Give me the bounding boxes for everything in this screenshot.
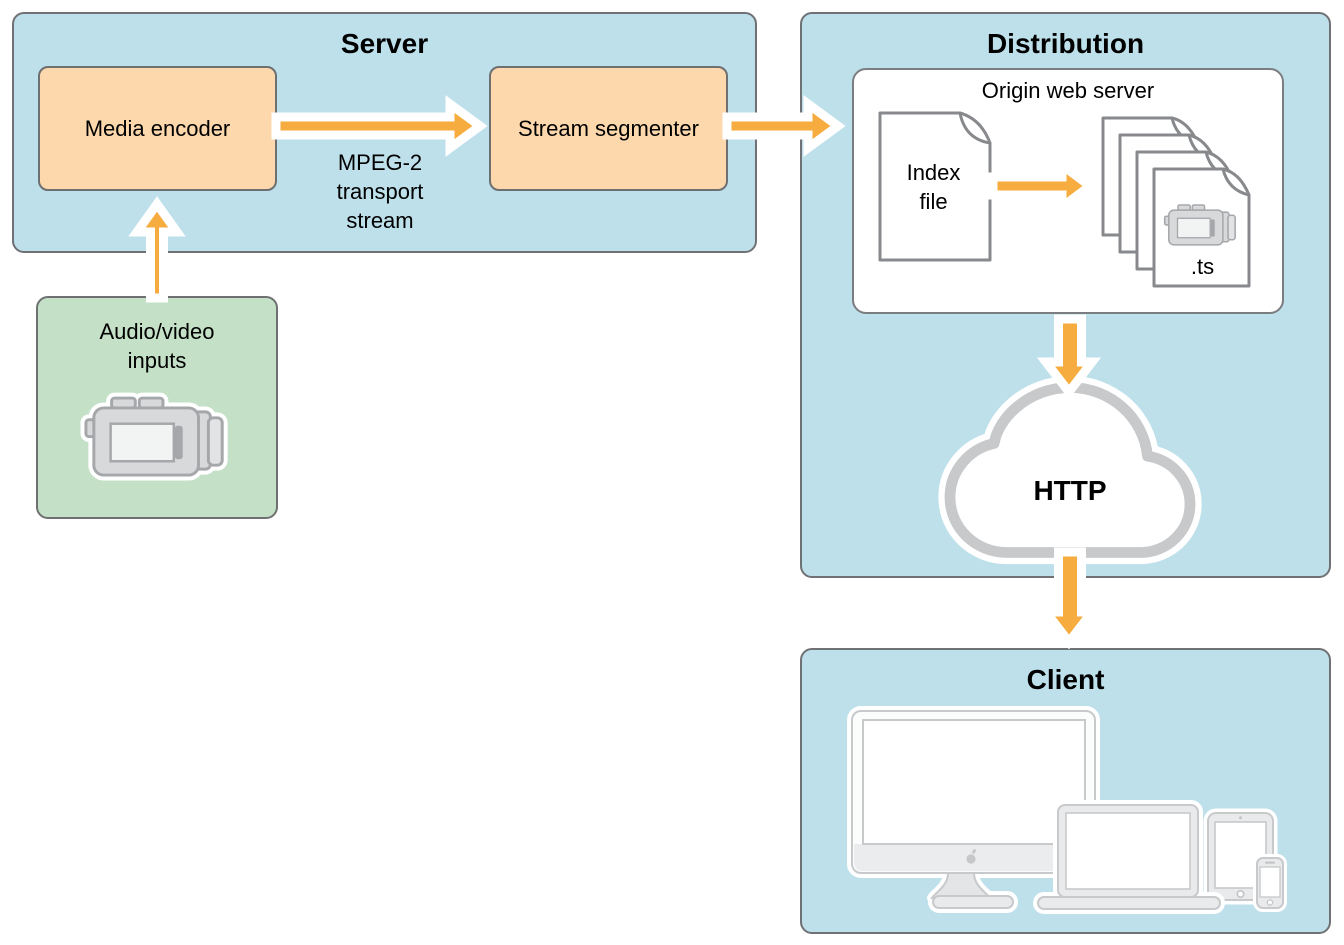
label-line: Audio/video [99, 319, 215, 344]
label-line: file [919, 189, 948, 214]
label-line: inputs [127, 348, 187, 373]
camcorder-icon [81, 394, 239, 489]
caption-line: transport [336, 179, 424, 204]
index-file-document-icon [878, 111, 992, 262]
mpeg-transport-stream-caption: MPEG-2 transport stream [305, 148, 455, 235]
label-line: Index [906, 160, 961, 185]
client-devices [847, 706, 1287, 914]
ts-extension-label: .ts [1190, 254, 1215, 279]
stream-segmenter-node: Stream segmenter [489, 66, 728, 191]
index-file-label: Index file [877, 158, 990, 216]
audio-video-inputs-node: Audio/video inputs [36, 296, 278, 519]
camcorder-icon [1165, 205, 1235, 245]
http-cloud-icon [938, 375, 1202, 565]
server-group-title: Server [340, 28, 429, 59]
caption-line: MPEG-2 [337, 150, 423, 175]
iphone-icon [1253, 854, 1287, 912]
stream-segmenter-label: Stream segmenter [518, 115, 699, 141]
distribution-group-title: Distribution [986, 28, 1145, 59]
media-encoder-node: Media encoder [38, 66, 277, 191]
caption-line: stream [346, 208, 414, 233]
http-cloud-label: HTTP [1033, 475, 1107, 506]
imac-icon [847, 706, 1100, 913]
apple-logo-icon [966, 849, 976, 864]
client-group-title: Client [1026, 664, 1105, 695]
macbook-icon [1033, 800, 1225, 914]
media-encoder-label: Media encoder [84, 115, 231, 141]
audio-video-inputs-label: Audio/video inputs [38, 317, 276, 375]
origin-web-server-title: Origin web server [981, 78, 1155, 103]
ts-segment-file-stack-icon [1101, 116, 1251, 288]
